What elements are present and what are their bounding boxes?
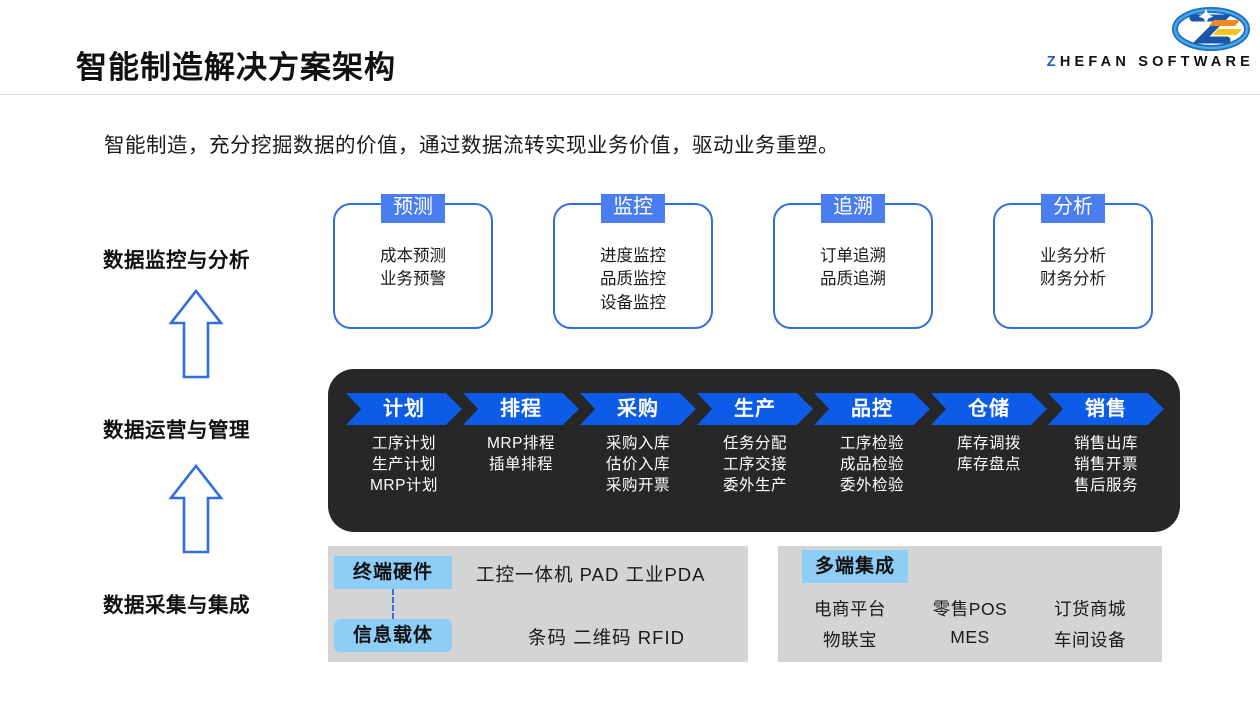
flow-up-arrow-icon [168, 463, 224, 554]
operations-row: 计划 工序计划 生产计划 MRP计划 排程 MRP排程 插单排程 采购 采购入库 [328, 369, 1180, 532]
analytics-card-item: 财务分析 [1040, 270, 1106, 289]
analytics-card-items: 成本预测 业务预警 [335, 245, 491, 292]
brand-wordmark-initial: Z [1046, 54, 1060, 70]
operations-step-badge: 生产 [697, 393, 813, 425]
operations-step-quality[interactable]: 品控 工序检验 成品检验 委外检验 [814, 393, 930, 496]
operations-step-item: 采购入库 [605, 435, 670, 452]
operations-step-item: 工序计划 [371, 435, 436, 452]
operations-step-sales[interactable]: 销售 销售出库 销售开票 售后服务 [1048, 393, 1164, 496]
operations-step-item: 任务分配 [722, 435, 787, 452]
integration-item: MES [950, 627, 990, 647]
stage-label-collection: 数据采集与集成 [103, 594, 250, 617]
analytics-card-items: 进度监控 品质监控 设备监控 [555, 245, 711, 315]
page-subtitle: 智能制造，充分挖掘数据的价值，通过数据流转实现业务价值，驱动业务重塑。 [104, 134, 839, 157]
operations-step-badge: 采购 [580, 393, 696, 425]
flow-up-arrow-icon [168, 288, 224, 379]
operations-step-plan[interactable]: 计划 工序计划 生产计划 MRP计划 [346, 393, 462, 496]
operations-step-item: 插单排程 [488, 456, 553, 474]
operations-step-items: 库存调拨 库存盘点 [931, 433, 1047, 475]
operations-step-item: 销售开票 [1073, 456, 1138, 474]
operations-step-item: MRP计划 [370, 477, 438, 495]
analytics-card-item: 订单追溯 [820, 247, 886, 265]
analytics-card-badge: 追溯 [821, 194, 885, 223]
operations-step-badge: 排程 [463, 393, 579, 425]
operations-step-production[interactable]: 生产 任务分配 工序交接 委外生产 [697, 393, 813, 496]
operations-step-item: 售后服务 [1073, 477, 1138, 495]
operations-step-items: MRP排程 插单排程 [463, 433, 579, 475]
analytics-card-item: 品质追溯 [820, 270, 886, 289]
operations-step-item: 采购开票 [605, 477, 670, 495]
operations-step-item: 生产计划 [371, 456, 436, 474]
analytics-card-analysis[interactable]: 分析 业务分析 财务分析 [993, 194, 1153, 329]
operations-step-item: MRP排程 [487, 435, 555, 452]
operations-panel: 计划 工序计划 生产计划 MRP计划 排程 MRP排程 插单排程 采购 采购入库 [328, 369, 1180, 532]
operations-step-items: 工序计划 生产计划 MRP计划 [346, 433, 462, 496]
operations-step-item: 委外检验 [839, 477, 904, 495]
tag-multi-terminal-integration[interactable]: 多端集成 [802, 550, 908, 583]
header-divider [0, 94, 1260, 95]
operations-step-item: 工序检验 [839, 435, 904, 452]
analytics-card-monitor[interactable]: 监控 进度监控 品质监控 设备监控 [553, 194, 713, 329]
integration-item: 物联宝 [823, 630, 877, 650]
operations-step-badge: 品控 [814, 393, 930, 425]
analytics-card-item: 业务分析 [1040, 247, 1106, 265]
tag-connector-line [392, 589, 394, 619]
analytics-card-forecast[interactable]: 预测 成本预测 业务预警 [333, 194, 493, 329]
analytics-card-items: 订单追溯 品质追溯 [775, 245, 931, 292]
operations-step-badge: 计划 [346, 393, 462, 425]
operations-step-badge: 仓储 [931, 393, 1047, 425]
integration-items-grid: 电商平台 零售POS 订货商城 物联宝 MES 车间设备 [790, 596, 1150, 652]
operations-step-items: 采购入库 估价入库 采购开票 [580, 433, 696, 496]
analytics-card-trace[interactable]: 追溯 订单追溯 品质追溯 [773, 194, 933, 329]
operations-step-items: 任务分配 工序交接 委外生产 [697, 433, 813, 496]
operations-step-items: 销售出库 销售开票 售后服务 [1048, 433, 1164, 496]
analytics-card-item: 业务预警 [380, 270, 446, 289]
tag-terminal-hardware[interactable]: 终端硬件 [334, 556, 452, 589]
operations-step-purchasing[interactable]: 采购 采购入库 估价入库 采购开票 [580, 393, 696, 496]
stage-label-operations: 数据运营与管理 [103, 419, 250, 442]
tag-information-carrier[interactable]: 信息载体 [334, 619, 452, 652]
brand-wordmark: ZHEFAN SOFTWARE [1047, 54, 1254, 70]
operations-step-item: 库存盘点 [956, 456, 1021, 474]
analytics-card-badge: 分析 [1041, 194, 1105, 223]
operations-step-item: 销售出库 [1073, 435, 1138, 452]
terminal-hardware-items: 工控一体机 PAD 工业PDA [476, 564, 706, 585]
brand-logo: ZHEFAN SOFTWARE [1047, 4, 1254, 82]
stage-label-monitoring: 数据监控与分析 [103, 249, 250, 272]
information-carrier-items: 条码 二维码 RFID [528, 627, 685, 648]
integration-item: 电商平台 [814, 599, 886, 619]
analytics-card-item: 成本预测 [380, 247, 446, 265]
operations-step-item: 成品检验 [839, 456, 904, 474]
operations-step-item: 估价入库 [605, 456, 670, 474]
analytics-card-item: 设备监控 [600, 293, 666, 312]
operations-step-scheduling[interactable]: 排程 MRP排程 插单排程 [463, 393, 579, 475]
analytics-card-badge: 预测 [381, 194, 445, 223]
operations-step-item: 库存调拨 [956, 435, 1021, 452]
brand-wordmark-rest: HEFAN SOFTWARE [1059, 54, 1254, 70]
analytics-card-badge: 监控 [601, 194, 665, 223]
operations-step-warehouse[interactable]: 仓储 库存调拨 库存盘点 [931, 393, 1047, 475]
analytics-card-items: 业务分析 财务分析 [995, 245, 1151, 292]
operations-step-badge: 销售 [1048, 393, 1164, 425]
operations-step-item: 工序交接 [722, 456, 787, 474]
integration-item: 车间设备 [1054, 630, 1126, 650]
zhefan-logo-icon [1172, 7, 1250, 51]
page-title: 智能制造解决方案架构 [76, 50, 396, 85]
integration-item: 订货商城 [1054, 599, 1126, 619]
analytics-card-item: 进度监控 [600, 247, 666, 265]
analytics-card-item: 品质监控 [600, 270, 666, 289]
operations-step-item: 委外生产 [722, 477, 787, 495]
integration-item: 零售POS [932, 599, 1008, 619]
operations-step-items: 工序检验 成品检验 委外检验 [814, 433, 930, 496]
